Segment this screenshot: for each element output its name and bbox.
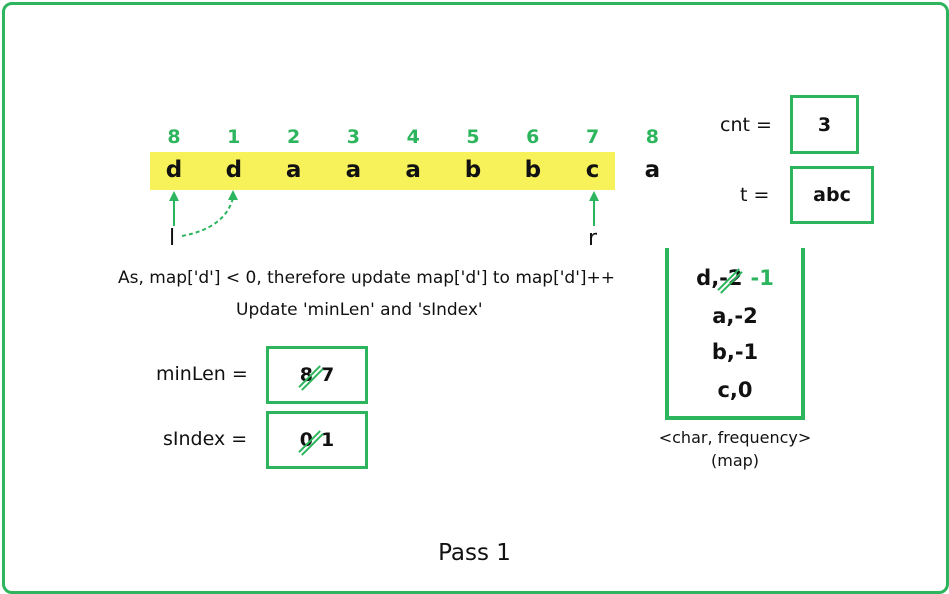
- map-caption-line-2: (map): [710, 451, 760, 470]
- index-label: 2: [286, 126, 301, 148]
- minlen-box: 8 7: [266, 346, 368, 404]
- index-label: 6: [526, 126, 540, 148]
- r-pointer-label: r: [588, 226, 598, 251]
- minlen-old-value: 8: [300, 364, 313, 386]
- string-char: d: [165, 157, 183, 183]
- index-label: 8: [167, 126, 181, 148]
- map-d-old-value: -2: [719, 266, 742, 290]
- sindex-old-value: 0: [300, 429, 313, 451]
- t-box: abc: [790, 166, 874, 224]
- index-label: 8: [645, 126, 659, 148]
- string-char: a: [285, 157, 302, 183]
- l-arrow-head: [169, 191, 179, 201]
- l-move-arrow-head: [228, 190, 238, 200]
- string-char: c: [585, 157, 600, 183]
- map-row-a: a,-2: [712, 304, 758, 328]
- pass-title: Pass 1: [438, 540, 511, 566]
- map-row-d: d,-2-1: [669, 266, 801, 290]
- string-char: a: [345, 157, 362, 183]
- cnt-label: cnt =: [720, 114, 772, 136]
- sindex-label: sIndex =: [163, 428, 248, 450]
- message-line-1: As, map['d'] < 0, therefore update map['…: [118, 268, 615, 288]
- message-line-2: Update 'minLen' and 'sIndex': [236, 300, 483, 320]
- string-char: b: [524, 157, 542, 183]
- t-value: abc: [813, 184, 851, 206]
- string-char: d: [225, 157, 243, 183]
- map-row-c: c,0: [717, 378, 753, 402]
- sindex-box: 0 1: [266, 411, 368, 469]
- cnt-box: 3: [790, 95, 859, 154]
- t-label: t =: [740, 184, 770, 206]
- l-move-dashed-arrow: [181, 197, 234, 237]
- index-label: 5: [466, 126, 480, 148]
- cnt-value: 3: [817, 113, 832, 136]
- minlen-label: minLen =: [156, 363, 248, 385]
- map-container: d,-2-1 a,-2 b,-1 c,0: [665, 248, 805, 420]
- index-label: 1: [227, 126, 241, 148]
- index-label: 4: [406, 126, 420, 148]
- window-highlight: [150, 152, 615, 190]
- string-char: b: [464, 157, 482, 183]
- map-caption-line-1: <char, frequency>: [658, 428, 812, 447]
- l-pointer-label: l: [169, 226, 176, 251]
- string-char: a: [644, 157, 661, 183]
- r-arrow-head: [589, 191, 599, 201]
- map-d-new-value: -1: [750, 266, 774, 290]
- minlen-new-value: 7: [321, 364, 335, 386]
- index-label: 3: [346, 126, 360, 148]
- map-row-b: b,-1: [711, 340, 759, 364]
- index-label: 7: [585, 126, 600, 148]
- sindex-new-value: 1: [321, 429, 335, 451]
- string-char: a: [405, 157, 421, 183]
